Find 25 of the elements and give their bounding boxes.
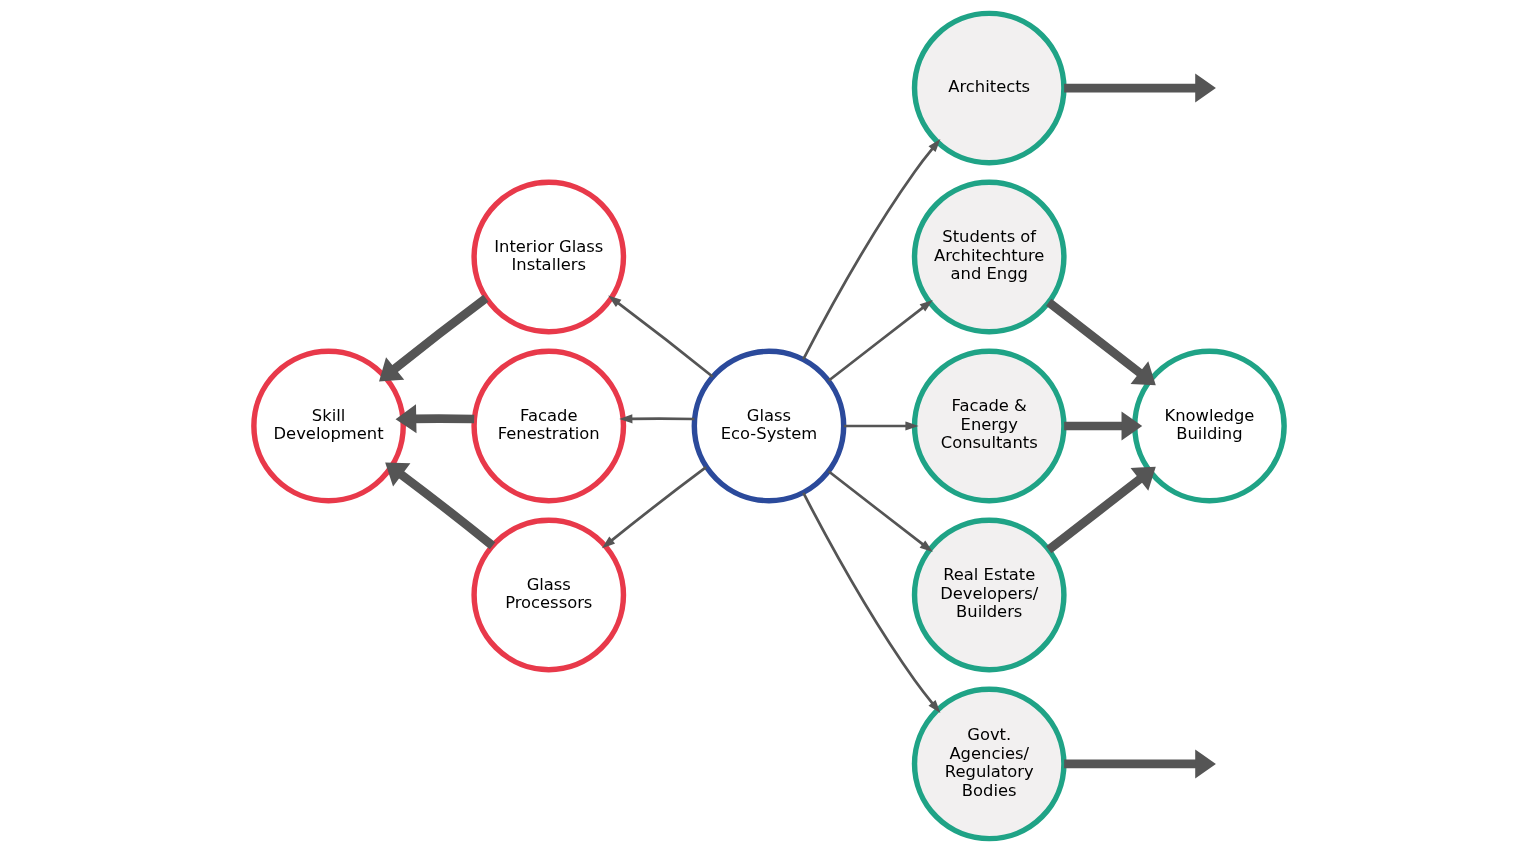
arrow	[395, 403, 474, 433]
arrow	[1063, 73, 1216, 102]
arrow	[1045, 298, 1156, 385]
node-circle: Real Estate Developers/ Builders	[911, 517, 1067, 672]
node-circle: Students of Architechture and Engg	[911, 179, 1067, 334]
node-circle: Architects	[911, 10, 1067, 165]
arrow	[378, 294, 489, 381]
arrow	[618, 413, 694, 423]
node-circle: Facade Fenestration	[470, 348, 626, 503]
arrow	[1063, 411, 1142, 440]
node-circle: Glass Processors	[470, 517, 626, 672]
arrow	[384, 462, 495, 549]
arrow	[827, 299, 933, 382]
arrow	[801, 138, 940, 360]
node-circle: Facade & Energy Consultants	[911, 348, 1067, 503]
arrow	[801, 491, 940, 713]
arrow	[843, 420, 919, 431]
node-circle: Govt. Agencies/ Regulatory Bodies	[911, 686, 1067, 841]
arrow	[1063, 749, 1216, 778]
arrow	[1045, 466, 1156, 553]
node-circle: Interior Glass Installers	[470, 179, 626, 334]
node-circle: Glass Eco-System	[691, 348, 846, 503]
arrow	[607, 295, 714, 378]
arrow	[827, 469, 933, 552]
arrow	[601, 465, 707, 548]
